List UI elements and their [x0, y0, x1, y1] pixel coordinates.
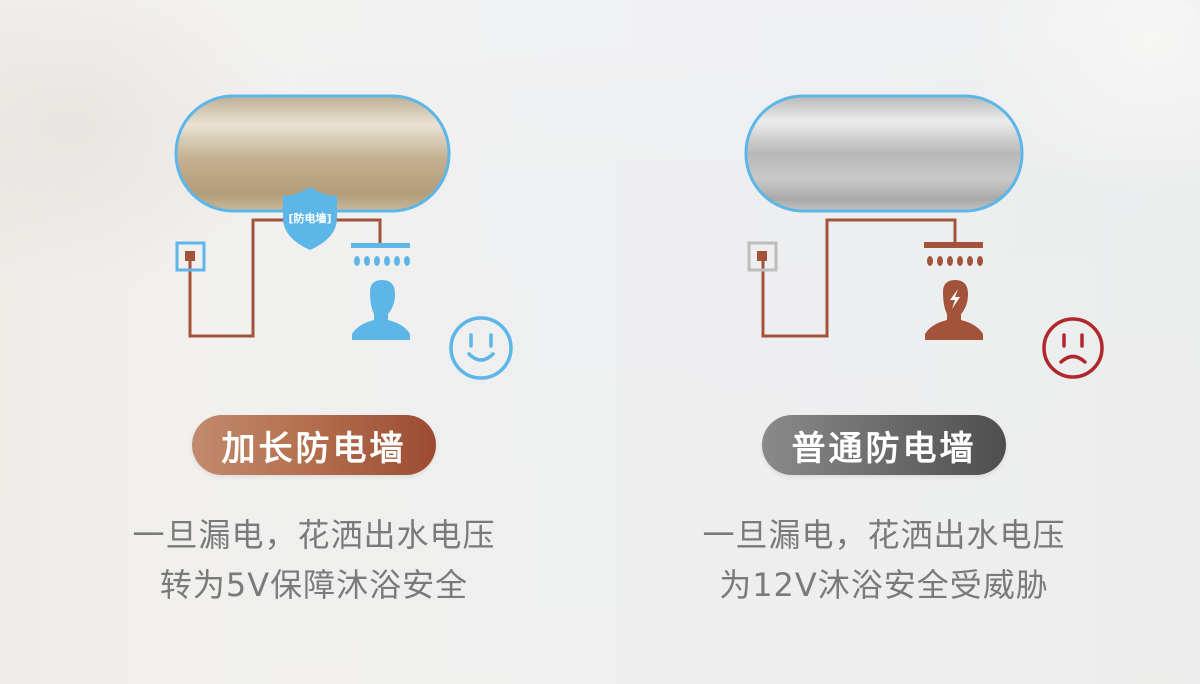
shower-head-icon — [351, 243, 410, 266]
water-heater-tank-silver — [744, 94, 1024, 213]
power-outlet-icon — [175, 241, 206, 272]
extended-wall-desc-line1: 一旦漏电，花洒出水电压 — [132, 516, 496, 554]
sad-face-icon — [1042, 317, 1104, 379]
ordinary-wall-desc-line2: 为12V沐浴安全受威胁 — [719, 566, 1049, 604]
lightning-bolt-icon — [950, 289, 960, 309]
smiley-face-icon — [449, 316, 513, 380]
shower-head-icon — [924, 242, 983, 266]
extended-wall-label: 加长防电墙 — [192, 415, 436, 475]
left-panel-extended-wall: [防电墙] 加长防电墙 — [132, 94, 513, 604]
power-outlet-icon — [747, 241, 778, 272]
ordinary-wall-desc-line1: 一旦漏电，花洒出水电压 — [702, 516, 1066, 554]
right-panel-ordinary-wall: 普通防电墙 一旦漏电，花洒出水电压 为12V沐浴安全受威胁 — [570, 0, 1170, 684]
ordinary-wall-label: 普通防电墙 — [762, 415, 1006, 475]
power-wire — [761, 218, 957, 338]
svg-text:[防电墙]: [防电墙] — [288, 211, 331, 225]
ordinary-wall-diagram — [744, 94, 1104, 379]
person-shocked-icon — [925, 280, 983, 340]
extended-wall-diagram: [防电墙] — [174, 94, 513, 380]
extended-wall-desc-line2: 转为5V保障沐浴安全 — [159, 566, 469, 604]
person-safe-icon — [352, 280, 410, 340]
shield-icon: [防电墙] — [283, 187, 337, 250]
power-wire — [188, 218, 382, 338]
